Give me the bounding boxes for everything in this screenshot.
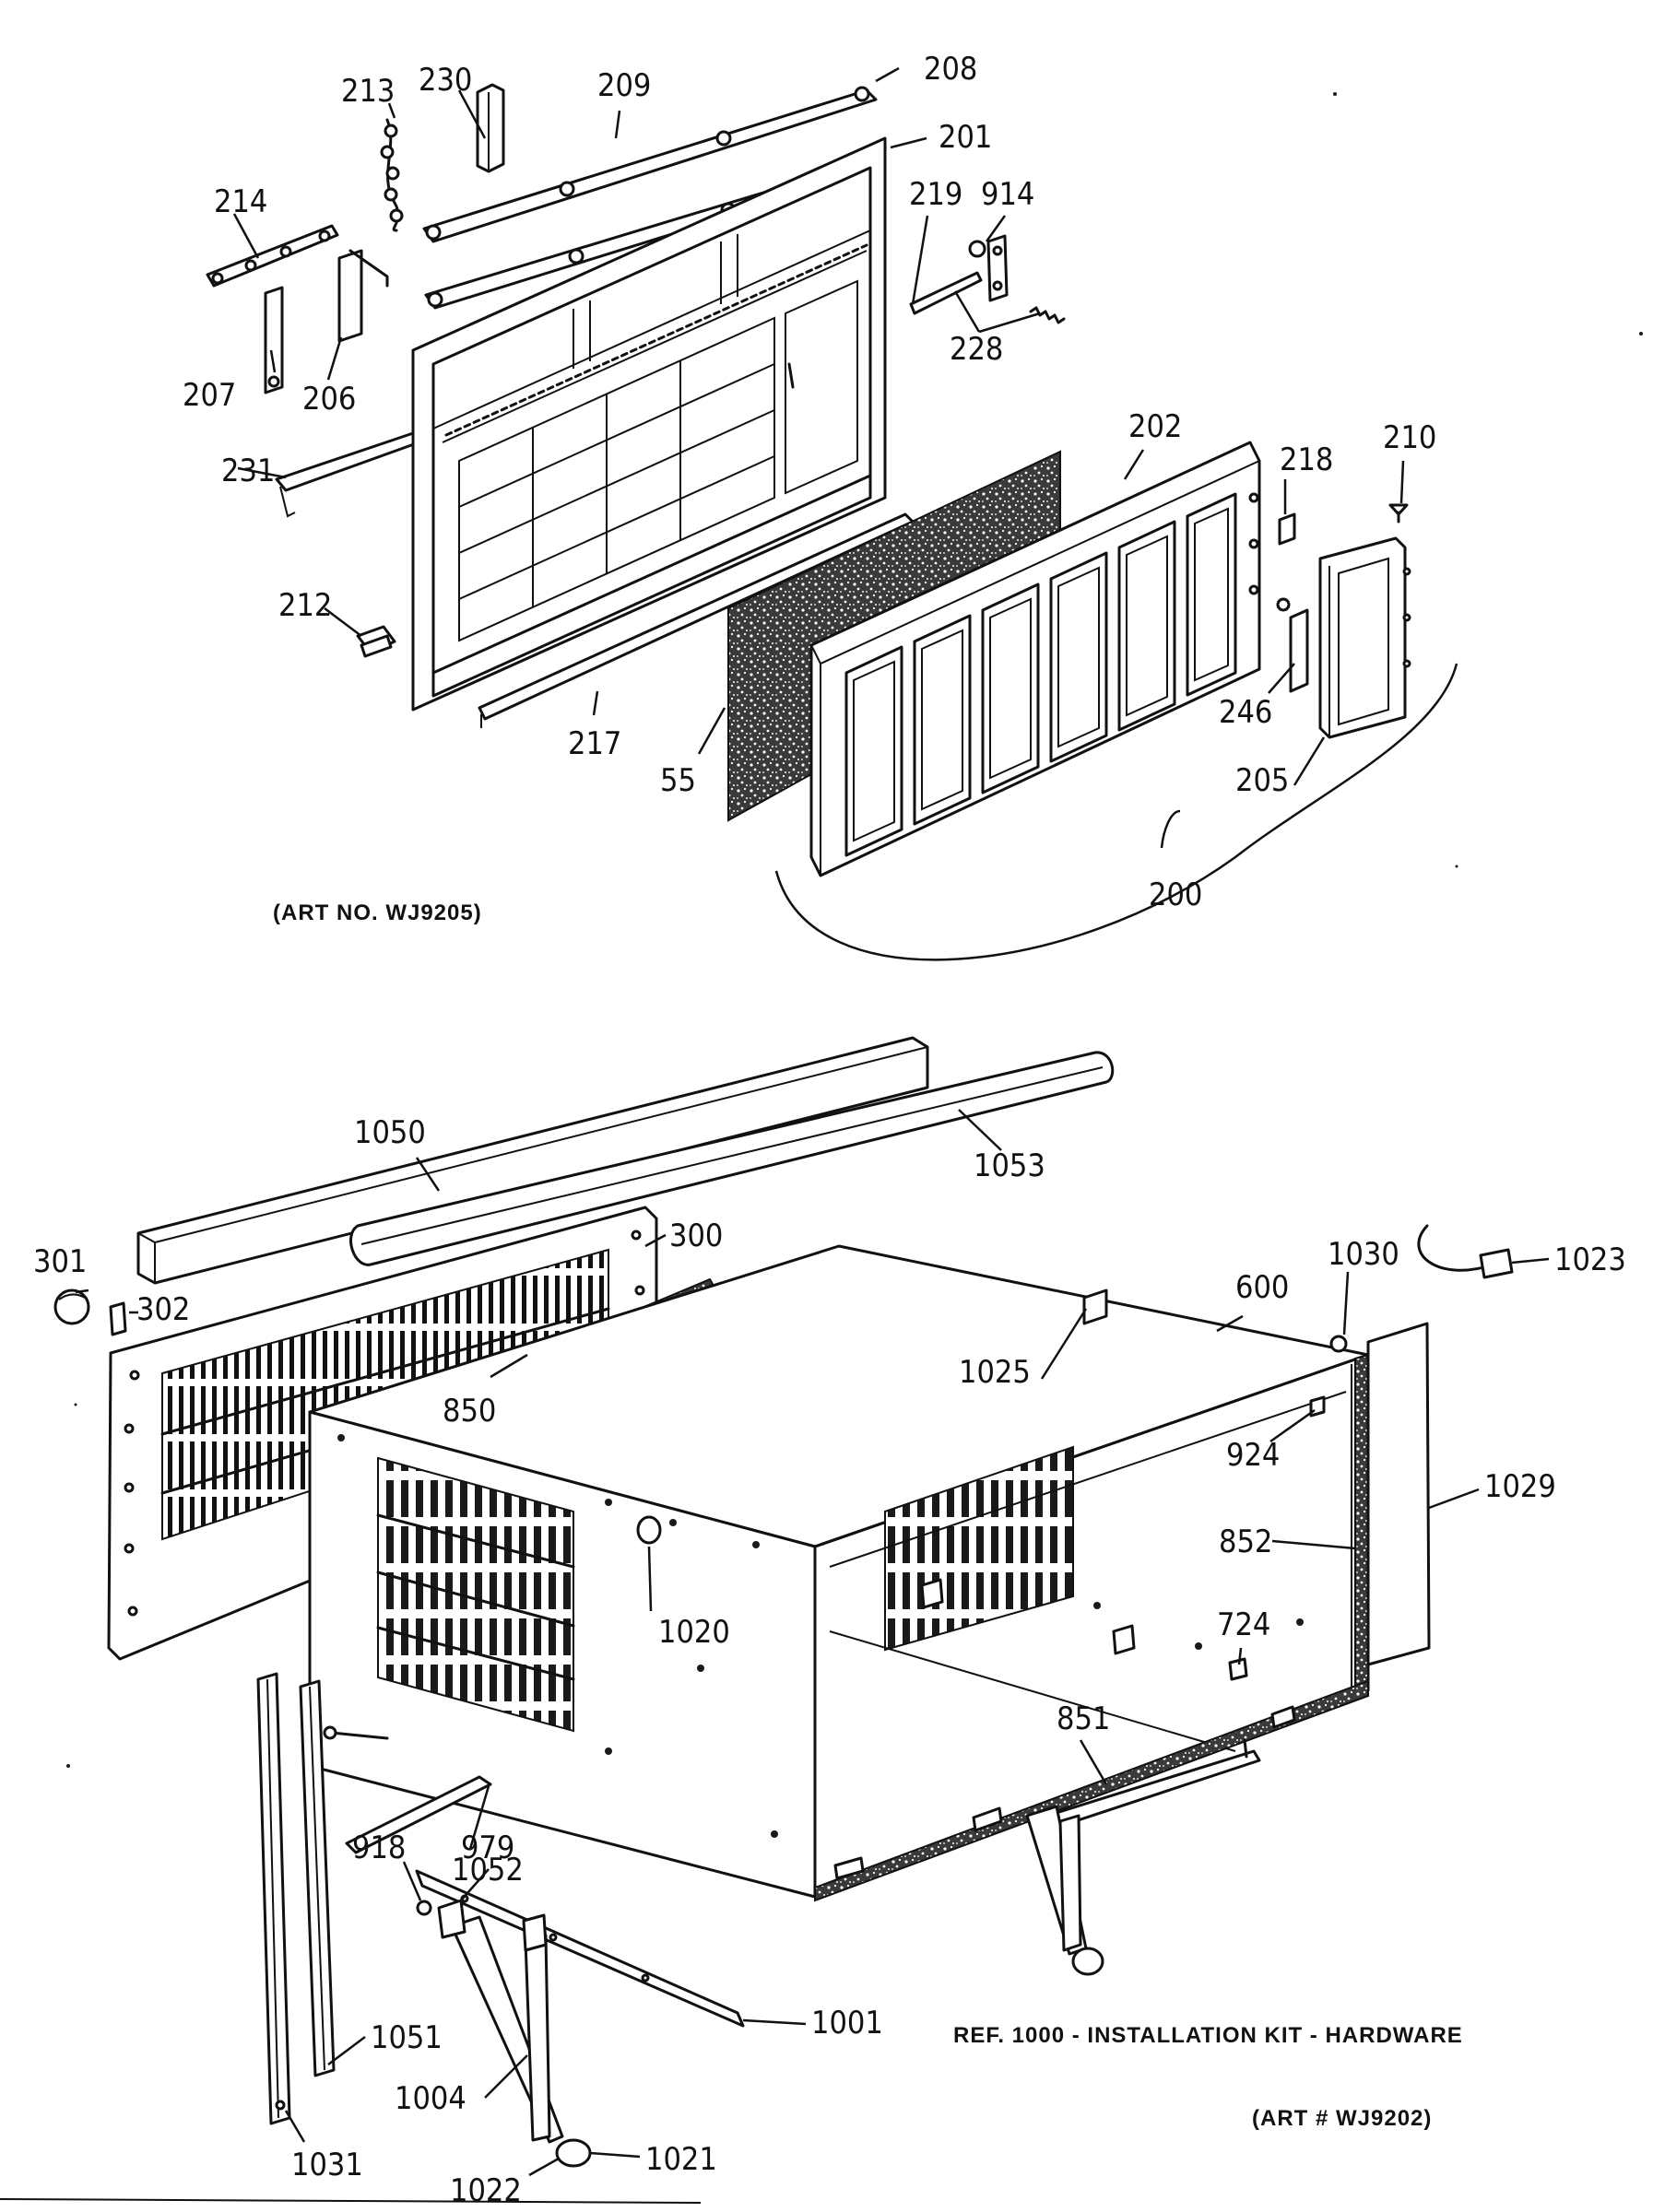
part-1023-strap	[1417, 1224, 1514, 1279]
part-214-bar	[206, 224, 339, 288]
label-1053: 1053	[974, 1147, 1045, 1184]
label-1031: 1031	[291, 2147, 363, 2183]
label-600: 600	[1235, 1269, 1289, 1306]
label-206: 206	[302, 381, 356, 418]
label-202: 202	[1128, 408, 1182, 445]
label-1021: 1021	[645, 2141, 717, 2178]
label-924: 924	[1226, 1437, 1280, 1474]
label-201: 201	[939, 119, 992, 156]
label-218: 218	[1280, 441, 1333, 478]
caption-art-number-bottom: (ART # WJ9202)	[1252, 2106, 1432, 2131]
part-1029-mounting-plate	[1366, 1322, 1431, 1666]
scan-specks	[66, 92, 1643, 1768]
part-1052-bar	[345, 1775, 492, 1854]
part-600-cabinet	[308, 1244, 1370, 1899]
label-302: 302	[136, 1291, 190, 1328]
label-228: 228	[950, 331, 1003, 368]
label-301: 301	[33, 1243, 87, 1280]
caption-installation-kit: REF. 1000 - INSTALLATION KIT - HARDWARE	[953, 2023, 1463, 2048]
part-209-rail	[422, 86, 878, 243]
label-219: 219	[909, 176, 962, 213]
part-labels: 213 230 209 208 201 214 219 914 207 206 …	[33, 51, 1626, 2209]
part-1021-foot	[555, 2138, 592, 2168]
part-228-spring	[1029, 306, 1066, 324]
label-852: 852	[1219, 1524, 1272, 1560]
caption-art-number-top: (ART NO. WJ9205)	[273, 900, 482, 925]
label-209: 209	[597, 67, 651, 104]
label-1023: 1023	[1554, 1241, 1626, 1278]
label-1004: 1004	[395, 2080, 466, 2117]
captions: (ART NO. WJ9205) REF. 1000 - INSTALLATIO…	[273, 900, 1463, 2131]
label-918: 918	[352, 1830, 406, 1866]
part-1051-side-rail	[299, 1679, 336, 2077]
assembly-200-bracket	[774, 663, 1458, 961]
part-205-door	[1318, 536, 1411, 739]
label-208: 208	[924, 51, 977, 88]
part-219-rod	[909, 271, 983, 315]
label-1025: 1025	[959, 1354, 1031, 1391]
part-301-knob	[53, 1288, 90, 1325]
label-1051: 1051	[371, 2019, 443, 2056]
label-1029: 1029	[1484, 1468, 1556, 1505]
label-214: 214	[214, 183, 267, 220]
label-914: 914	[981, 176, 1034, 213]
label-55: 55	[660, 762, 696, 799]
part-206-bracket	[337, 249, 389, 343]
part-1050-top-strip	[136, 1036, 929, 1285]
label-200: 200	[1149, 877, 1202, 913]
part-851-bottom-gasket	[814, 1679, 1369, 1902]
label-231: 231	[221, 453, 275, 489]
label-1052: 1052	[452, 1852, 524, 1888]
label-850: 850	[443, 1393, 496, 1430]
label-230: 230	[419, 62, 472, 99]
grille-grid	[458, 316, 775, 642]
part-210-screw	[1388, 503, 1409, 524]
part-231-strip	[275, 429, 426, 518]
cabinet-group	[53, 1036, 1514, 2168]
part-230-bracket	[476, 83, 505, 173]
label-246: 246	[1219, 694, 1272, 731]
label-724: 724	[1217, 1606, 1270, 1643]
part-1001-support-bar	[415, 1869, 745, 2028]
install-bracket-right	[1025, 1738, 1261, 1976]
cabinet-feet	[833, 1705, 1296, 1880]
part-207-bracket	[264, 286, 284, 394]
label-1030: 1030	[1328, 1236, 1399, 1273]
label-1020: 1020	[658, 1614, 730, 1651]
label-300: 300	[669, 1218, 723, 1254]
part-218-clip	[1278, 512, 1296, 546]
label-205: 205	[1235, 762, 1289, 799]
label-1050: 1050	[354, 1114, 426, 1151]
part-213-louver-chain	[380, 118, 404, 232]
label-207: 207	[183, 377, 236, 414]
intake-panel-windows	[844, 492, 1237, 857]
part-302-clip	[109, 1301, 127, 1336]
label-212: 212	[278, 587, 332, 624]
part-852-side-gasket	[1354, 1353, 1369, 1698]
label-213: 213	[341, 73, 395, 110]
screw-bolt	[323, 1725, 389, 1740]
front-panel-group	[206, 83, 1458, 961]
leader-lines	[75, 66, 1550, 2177]
part-202-intake-panel	[809, 441, 1261, 877]
part-914-pivot	[968, 234, 1009, 302]
bottom-rule	[0, 2198, 702, 2204]
part-1004-brace	[437, 1899, 564, 2144]
part-212-clip	[356, 625, 396, 658]
label-1022: 1022	[450, 2172, 522, 2209]
part-1053-seal	[349, 1051, 1115, 1266]
label-217: 217	[568, 725, 621, 762]
label-1001: 1001	[811, 2005, 883, 2041]
part-1030-fastener	[1329, 1335, 1348, 1353]
part-1031-side-rail	[256, 1672, 291, 2125]
part-918-nut	[416, 1900, 432, 1916]
label-979: 979	[461, 1830, 514, 1866]
label-851: 851	[1057, 1700, 1110, 1737]
label-210: 210	[1383, 419, 1436, 456]
part-201-front-frame	[411, 136, 887, 712]
